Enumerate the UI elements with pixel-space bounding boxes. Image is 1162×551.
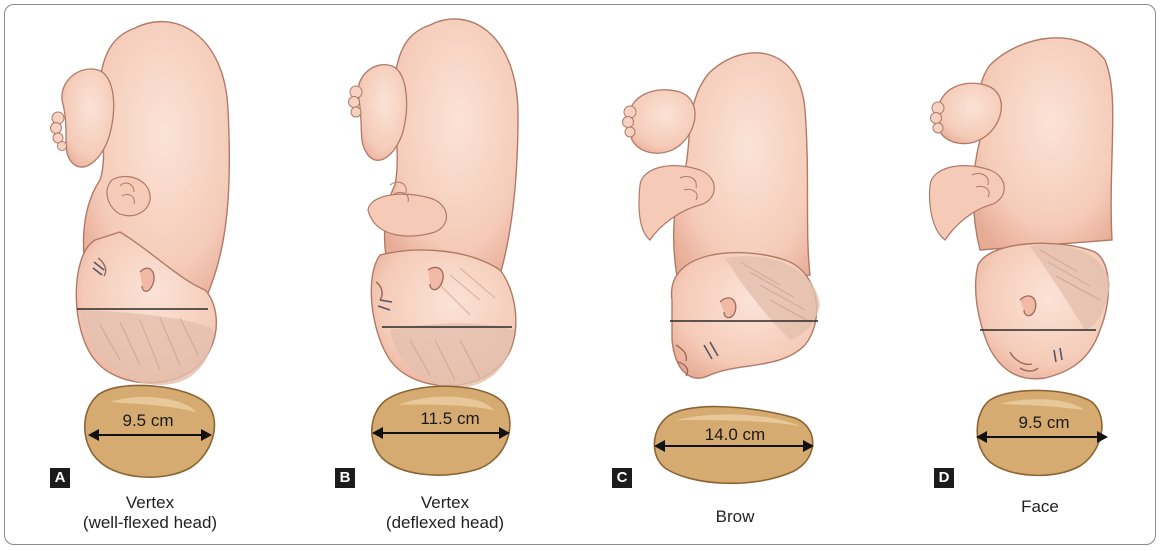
caption-line-1: Face [950, 497, 1130, 517]
measurement-label: 11.5 cm [420, 409, 479, 428]
measurement-label: 9.5 cm [122, 411, 173, 430]
panel-letter: D [934, 468, 954, 488]
panel-letter: A [50, 468, 70, 488]
panel-b: 11.5 cm B Vertex (deflexed head) [290, 0, 580, 551]
fetus-illustration: 11.5 cm [290, 0, 580, 551]
caption-line-1: Brow [635, 507, 835, 527]
panel-letter: B [335, 468, 355, 488]
head-cross-section [654, 407, 812, 484]
panel-letter: C [612, 468, 632, 488]
head-cross-section [372, 386, 510, 475]
panel-c: 14.0 cm C Brow [580, 0, 880, 551]
panel-caption: Face [950, 497, 1130, 517]
measurement-label: 14.0 cm [705, 425, 765, 444]
panel-d: 9.5 cm D Face [880, 0, 1156, 551]
fetus-illustration: 9.5 cm [880, 0, 1156, 551]
head-cross-section [85, 385, 215, 477]
caption-line-1: Vertex [335, 493, 555, 513]
panel-caption: Vertex (well-flexed head) [40, 493, 260, 533]
caption-line-1: Vertex [40, 493, 260, 513]
caption-line-2: (well-flexed head) [40, 513, 260, 533]
caption-line-2: (deflexed head) [335, 513, 555, 533]
panel-a: 9.5 cm A Vertex (well-flexed head) [0, 0, 290, 551]
panel-caption: Vertex (deflexed head) [335, 493, 555, 533]
panel-caption: Brow [635, 507, 835, 527]
fetus-illustration: 9.5 cm [0, 0, 290, 551]
measurement-label: 9.5 cm [1018, 413, 1069, 432]
head-cross-section [977, 390, 1102, 475]
